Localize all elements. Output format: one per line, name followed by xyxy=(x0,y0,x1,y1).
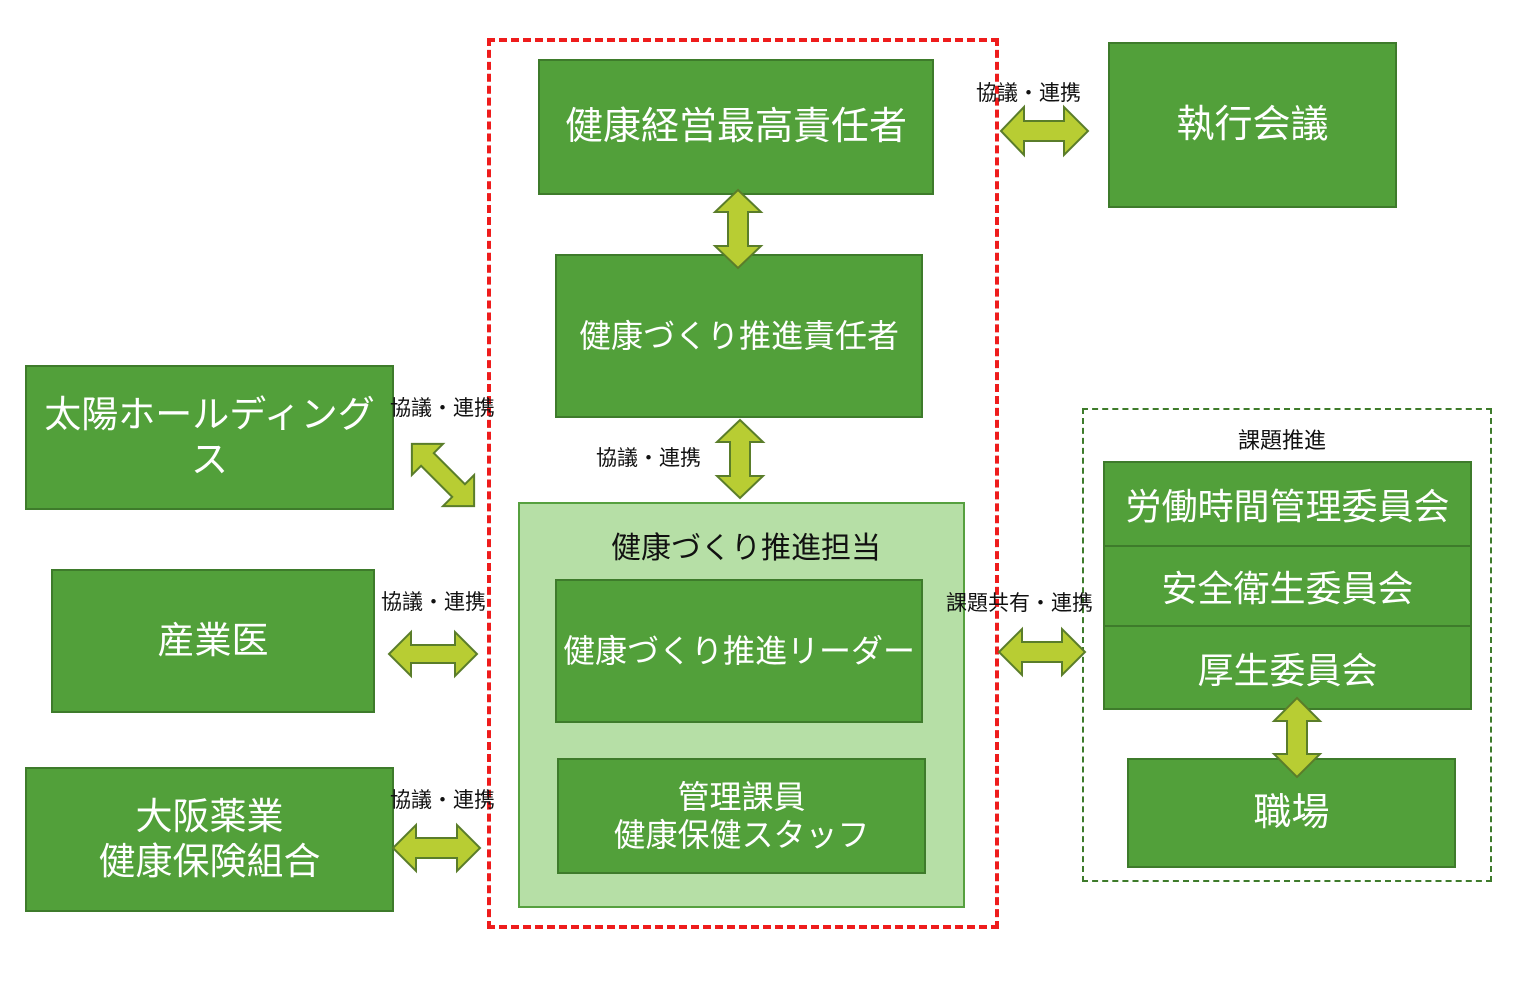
promotion-manager-label: 健康づくり推進責任者 xyxy=(578,316,899,355)
health-insurance-line2: 健康保険組合 xyxy=(98,839,321,883)
welfare-committee-label: 厚生委員会 xyxy=(1197,650,1378,692)
safety-health-committee-box: 安全衛生委員会 xyxy=(1103,545,1472,627)
workplace-label: 職場 xyxy=(1253,790,1330,835)
consult-insurance-label: 協議・連携 xyxy=(390,788,495,812)
labor-hours-committee-label: 労働時間管理委員会 xyxy=(1125,487,1450,528)
promotion-leader-label: 健康づくり推進リーダー xyxy=(562,631,915,670)
consult-holdings-label: 協議・連携 xyxy=(390,396,495,420)
arrow-physician xyxy=(387,629,479,679)
occupational-physician-box: 産業医 xyxy=(51,569,375,713)
arrow-chief-manager xyxy=(712,188,764,270)
arrow-chief-executive xyxy=(999,104,1090,158)
promotion-leader-box: 健康づくり推進リーダー xyxy=(555,579,923,723)
admin-staff-line1: 管理課員 xyxy=(677,777,806,816)
holdings-label: 太陽ホールディングス xyxy=(44,393,375,481)
consult-manager-label: 協議・連携 xyxy=(596,446,701,470)
chief-officer-label: 健康経営最高責任者 xyxy=(564,104,907,149)
executive-meeting-box: 執行会議 xyxy=(1108,42,1397,208)
arrow-manager-staff xyxy=(714,418,766,500)
promotion-staff-title: 健康づくり推進担当 xyxy=(611,531,881,566)
arrow-committee-workplace xyxy=(1271,696,1323,779)
admin-staff-box: 管理課員 健康保健スタッフ xyxy=(557,758,926,874)
arrow-insurance xyxy=(391,822,482,874)
arrow-holdings xyxy=(410,442,476,508)
admin-staff-line2: 健康保健スタッフ xyxy=(613,816,870,854)
health-management-boundary xyxy=(487,38,999,929)
occupational-physician-label: 産業医 xyxy=(157,618,269,662)
consult-exec-label: 協議・連携 xyxy=(976,81,1081,105)
health-insurance-box: 大阪薬業 健康保険組合 xyxy=(25,767,394,912)
chief-officer-box: 健康経営最高責任者 xyxy=(538,59,934,195)
executive-meeting-label: 執行会議 xyxy=(1176,102,1329,147)
issue-promotion-label: 課題推進 xyxy=(1238,429,1327,454)
holdings-box: 太陽ホールディングス xyxy=(25,365,394,510)
issue-promotion-group xyxy=(1082,408,1492,882)
safety-health-committee-label: 安全衛生委員会 xyxy=(1161,569,1414,610)
arrow-committees xyxy=(997,626,1087,678)
promotion-manager-box: 健康づくり推進責任者 xyxy=(555,254,923,418)
consult-physician-label: 協議・連携 xyxy=(381,590,486,614)
health-insurance-line1: 大阪薬業 xyxy=(135,795,284,839)
share-issues-label: 課題共有・連携 xyxy=(946,591,1093,615)
welfare-committee-box: 厚生委員会 xyxy=(1103,625,1472,710)
labor-hours-committee-box: 労働時間管理委員会 xyxy=(1103,461,1472,547)
